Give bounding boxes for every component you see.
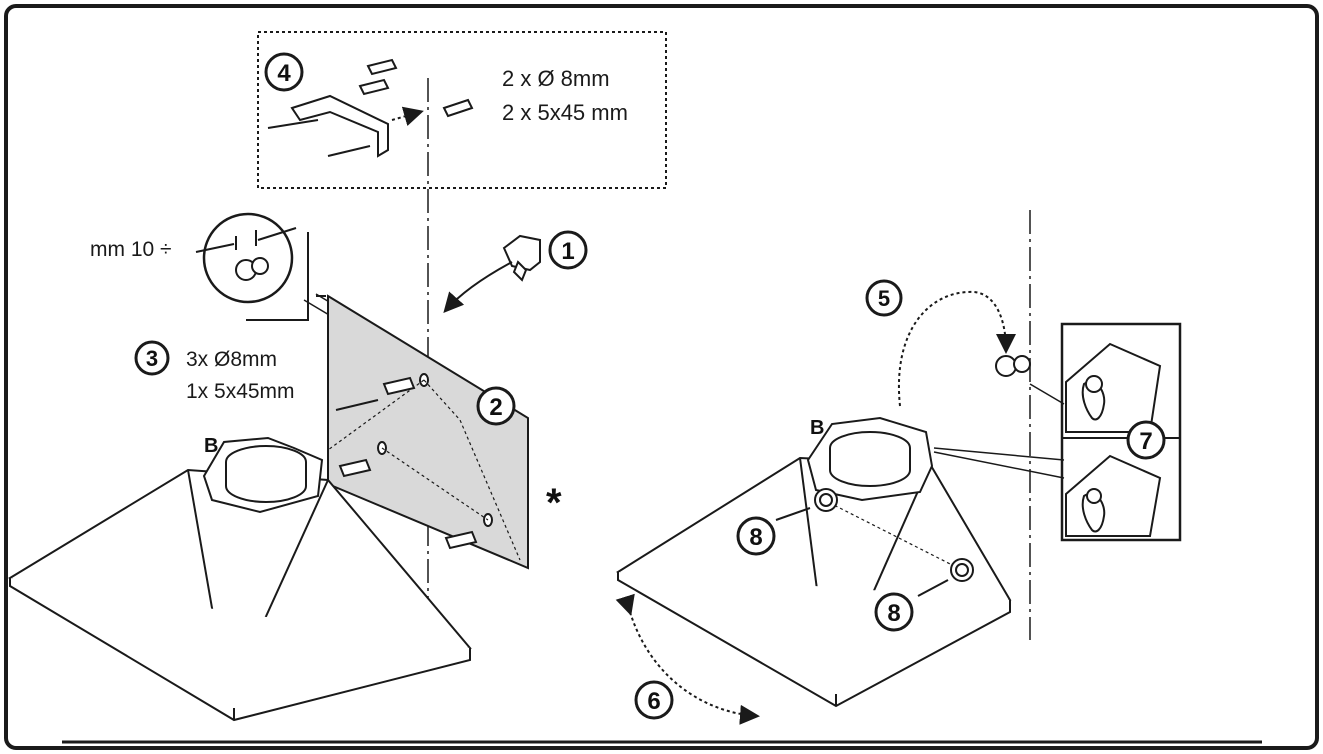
- gap-label: mm 10 ÷: [90, 238, 172, 261]
- right-hood: [616, 416, 1012, 708]
- callout-8-upper-label: 8: [749, 524, 762, 551]
- screw-illustration: [995, 355, 1031, 377]
- step1-arrow: [443, 261, 513, 313]
- callout-8-lower-label: 8: [887, 600, 900, 627]
- detail-leader-2: [933, 447, 1065, 461]
- callout-1: 1: [548, 230, 588, 270]
- wall-panel: [327, 294, 529, 570]
- right-hood-holes-and-screws: [775, 488, 974, 597]
- right-dashed-line: [823, 499, 963, 571]
- gap-detail-circle: [202, 212, 294, 304]
- bracket-insert-arrow: [391, 106, 424, 127]
- callout-6-label: 6: [647, 688, 660, 715]
- callout-8-lower: 8: [874, 592, 914, 632]
- callout-5: 5: [865, 279, 903, 317]
- dashed-projection-lines: [327, 379, 521, 561]
- detail-leader-1: [1029, 383, 1065, 405]
- step5-arrow: [897, 290, 1016, 407]
- step6-arrow: [615, 593, 760, 725]
- right-outlet-label: B: [810, 417, 824, 439]
- callout-6: 6: [634, 680, 674, 720]
- callout-3-label: 3: [146, 346, 158, 371]
- step3-spec-line2: 1x 5x45mm: [186, 380, 295, 403]
- callout-1-label: 1: [561, 238, 574, 265]
- callout-4: 4: [264, 52, 304, 92]
- callout-5-label: 5: [878, 286, 890, 311]
- wall-plugs-and-screws: [335, 376, 478, 550]
- callout-7: 7: [1126, 420, 1166, 460]
- left-outlet-label: B: [204, 435, 218, 457]
- keyhole-bracket-lower: [1065, 454, 1162, 537]
- clip-illustration: [502, 234, 541, 282]
- hood-back-profile: [246, 232, 326, 321]
- step4-detail-box: [257, 31, 667, 189]
- gap-screw-illustration: [195, 227, 297, 281]
- callout-2-label: 2: [489, 394, 502, 421]
- outer-frame: [4, 4, 1319, 750]
- step4-spec-line2: 2 x 5x45 mm: [502, 100, 628, 125]
- bracket-illustration: [267, 58, 474, 158]
- callout-7-label: 7: [1139, 428, 1152, 455]
- step4-spec-line1: 2 x Ø 8mm: [502, 66, 610, 91]
- step3-spec-line1: 3x Ø8mm: [186, 348, 277, 371]
- callout-8-upper: 8: [736, 516, 776, 556]
- keyhole-bracket-upper: [1065, 342, 1162, 433]
- callout-2: 2: [476, 386, 516, 426]
- callout-4-label: 4: [277, 60, 291, 87]
- callout-3: 3: [134, 340, 170, 376]
- detail-leader-3: [933, 451, 1065, 479]
- left-hood: [8, 436, 472, 722]
- asterisk-mark: *: [546, 481, 562, 525]
